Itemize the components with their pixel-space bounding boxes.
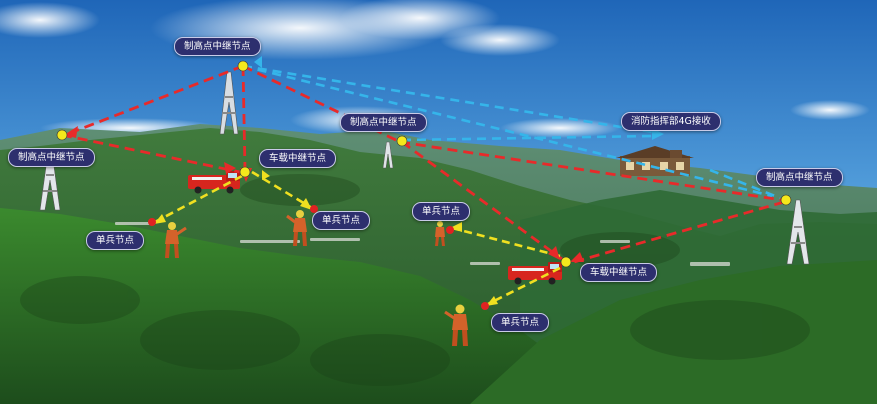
label-vehicle-relay-lower: 车载中继节点	[580, 263, 658, 282]
tower-icon	[382, 141, 394, 169]
label-relay-center: 制高点中继节点	[340, 113, 427, 132]
soldier-links	[154, 170, 561, 306]
firefighter-icon	[435, 221, 445, 246]
label-vehicle-relay-upper: 车载中继节点	[259, 149, 337, 168]
label-relay-left: 制高点中继节点	[8, 148, 95, 167]
label-soldier-left: 单兵节点	[86, 231, 145, 250]
arrowheads	[64, 56, 664, 306]
firefighter-icon	[165, 222, 187, 258]
firefighter-icon	[286, 210, 307, 246]
tower-icon	[786, 199, 810, 265]
label-command-post: 消防指挥部4G接收	[621, 112, 721, 131]
relay-links	[61, 64, 785, 264]
tower-icon	[219, 71, 239, 135]
label-soldier-mid: 单兵节点	[412, 202, 471, 221]
node-dots	[56, 60, 792, 310]
label-soldier-mid-left: 单兵节点	[312, 211, 371, 230]
label-relay-top: 制高点中继节点	[174, 37, 261, 56]
firefighter-icon	[444, 304, 468, 346]
uplink-4g-links	[242, 64, 781, 200]
fire-truck-icon	[508, 262, 562, 285]
label-soldier-bottom: 单兵节点	[491, 313, 550, 332]
label-relay-right: 制高点中继节点	[756, 168, 843, 187]
